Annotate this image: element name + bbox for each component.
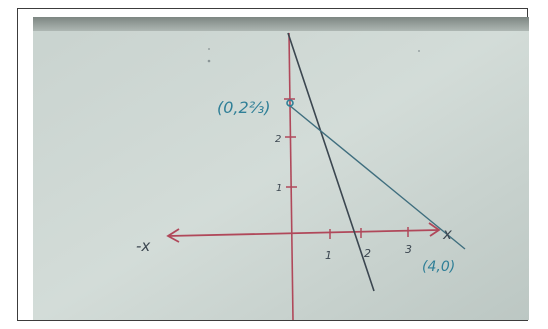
x-axis-right-arrow <box>428 222 441 237</box>
neg-x-label: -x <box>136 237 150 255</box>
y-intercept-label: (0,2⅔) <box>217 98 270 117</box>
intercept-line <box>288 104 466 250</box>
y-intercept-point <box>286 99 294 107</box>
x-tick-label-3: 3 <box>405 243 412 256</box>
board-top-rail <box>33 17 529 31</box>
x-axis <box>167 229 440 237</box>
x-intercept-label: (4,0) <box>422 259 455 275</box>
x-tick-label-2: 2 <box>364 247 371 260</box>
board-smudge <box>207 59 211 63</box>
y-axis <box>288 32 294 320</box>
y-tick-label-1: 1 <box>276 183 282 194</box>
pos-x-label: x <box>442 225 452 243</box>
x-axis-left-arrow <box>166 228 180 243</box>
whiteboard-graph: -x x 1 2 3 1 2 (0,2⅔) (4,0) <box>33 17 529 320</box>
y-tick-label-2: 2 <box>275 134 281 145</box>
board-smudge <box>418 50 420 52</box>
steep-line <box>287 32 375 292</box>
whiteboard-photo: -x x 1 2 3 1 2 (0,2⅔) (4,0) <box>33 17 529 320</box>
board-surface <box>33 17 529 320</box>
x-tick-label-1: 1 <box>325 249 332 262</box>
board-smudge <box>208 48 210 50</box>
